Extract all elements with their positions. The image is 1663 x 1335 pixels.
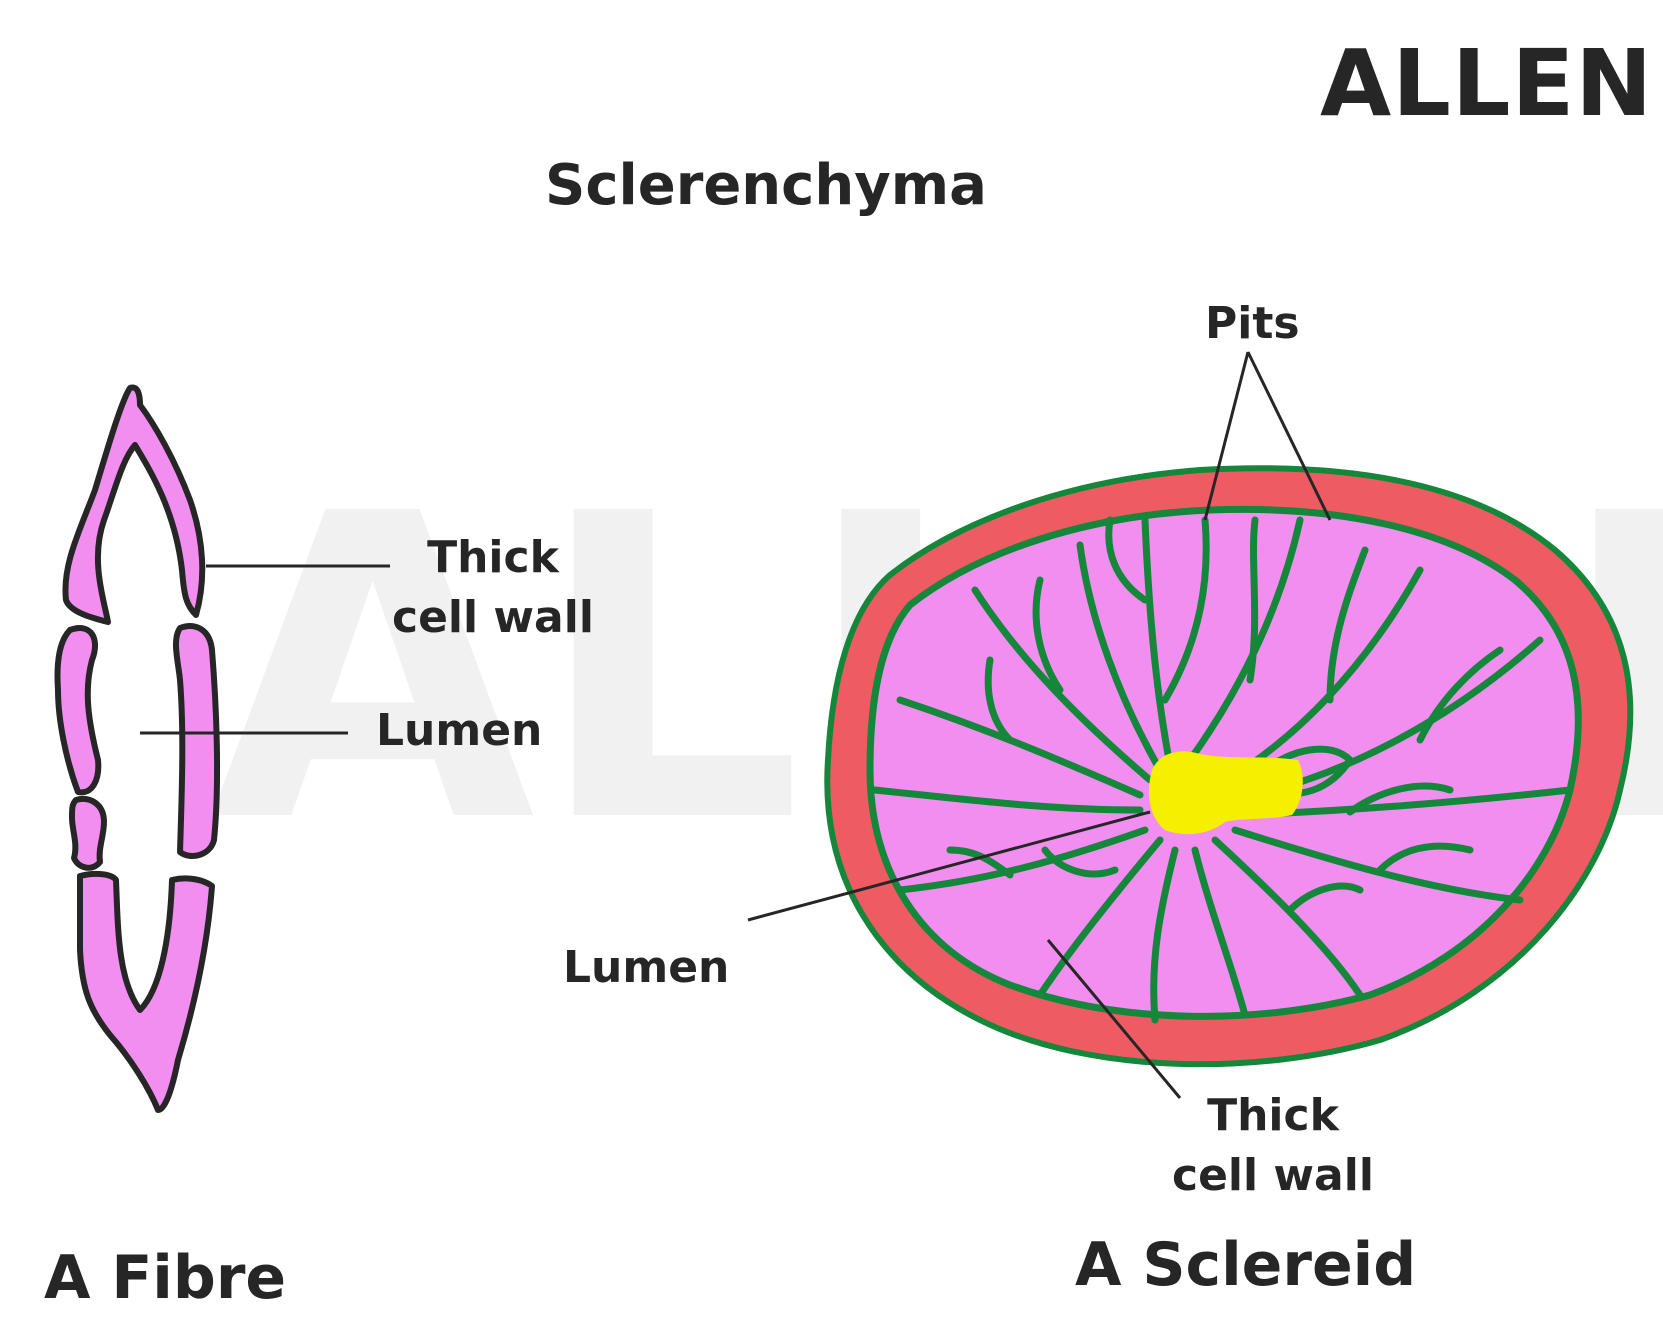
sclereid-lumen-leader (747, 810, 1151, 922)
sclereid-lumen-label: Lumen (563, 942, 730, 993)
pits-leader-right (1246, 351, 1332, 521)
fibre-wall-label: Thick cell wall (392, 528, 594, 648)
fibre-middle-left-segment (54, 625, 102, 796)
sclereid-wall-label-line2: cell wall (1172, 1150, 1374, 1201)
sclereid-lumen (1148, 751, 1303, 835)
sclereid-pits-label: Pits (1205, 298, 1300, 349)
page-title: Sclerenchyma (545, 153, 987, 218)
fibre-wall-label-line2: cell wall (392, 592, 594, 643)
fibre-top-segment (62, 384, 206, 625)
pits-leader-left (1203, 351, 1250, 521)
sclereid-wall-leader (1046, 939, 1182, 1099)
allen-logo: ALLEN (1320, 30, 1654, 137)
fibre-lumen-label: Lumen (376, 705, 543, 756)
fibre-cell (54, 384, 221, 1113)
sclereid-wall-label-line1: Thick (1207, 1090, 1339, 1141)
fibre-bottom-segment (77, 870, 215, 1113)
sclereid-cell (824, 465, 1634, 1068)
sclereid-pit-canals (871, 516, 1574, 1024)
fibre-caption: A Fibre (44, 1243, 287, 1313)
fibre-middle-right-segment (172, 623, 221, 859)
sclereid-caption: A Sclereid (1075, 1230, 1417, 1300)
fibre-wall-label-line1: Thick (427, 532, 559, 583)
sclereid-wall-label: Thick cell wall (1172, 1086, 1374, 1206)
fibre-small-segment (69, 796, 107, 871)
